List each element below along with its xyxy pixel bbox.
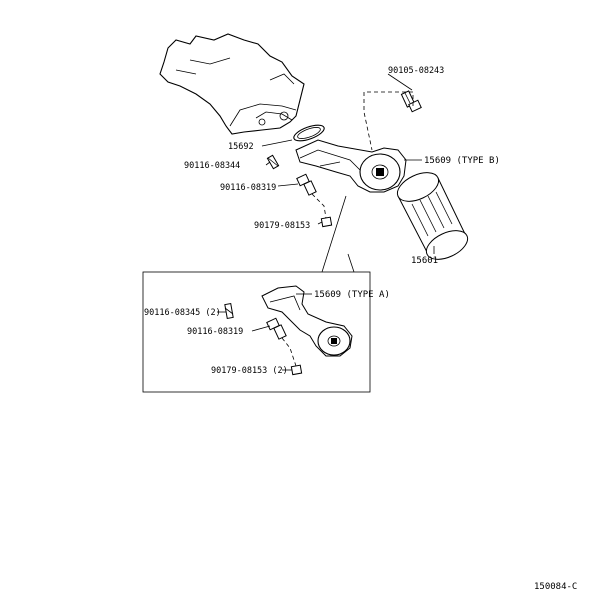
stud-b-drawing	[296, 173, 317, 196]
nut-a-drawing	[290, 364, 303, 376]
oil-filter-drawing	[396, 172, 469, 260]
nut-b-drawing	[320, 216, 333, 228]
detail-box-type-a	[142, 271, 371, 393]
label-bolt-top: 90105-08243	[388, 66, 444, 76]
engine-block-drawing	[159, 33, 305, 135]
label-pin-b: 90116-08344	[184, 161, 240, 171]
leader-lines	[217, 73, 435, 371]
label-bracket-b: 15609 (TYPE B)	[424, 156, 500, 166]
bracket-type-a-drawing	[261, 285, 353, 357]
stud-a-drawing	[266, 317, 287, 340]
bolt-top-drawing	[400, 90, 422, 113]
label-nut-a: 90179-08153 (2)	[211, 366, 288, 376]
label-gasket: 15692	[228, 142, 254, 152]
diagram-id: 150084-C	[534, 582, 577, 592]
bracket-type-b-drawing	[295, 139, 407, 193]
label-bracket-a: 15609 (TYPE A)	[314, 290, 390, 300]
label-pin-a: 90116-08345 (2)	[144, 308, 221, 318]
label-filter: 15601	[411, 256, 438, 266]
label-nut-b: 90179-08153	[254, 221, 310, 231]
label-stud-a: 90116-08319	[187, 327, 243, 337]
gasket-ring	[293, 124, 325, 142]
label-stud-b: 90116-08319	[220, 183, 276, 193]
